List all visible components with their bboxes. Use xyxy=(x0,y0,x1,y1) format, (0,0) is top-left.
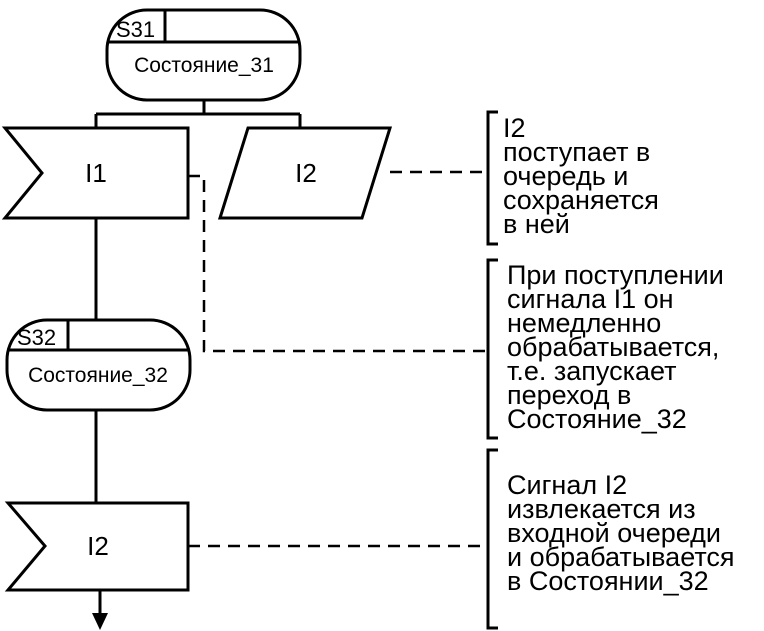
state-s31-id: S31 xyxy=(116,17,155,42)
comment-bracket-i1 xyxy=(486,258,498,440)
comment-line: сохраняется xyxy=(503,185,659,215)
state-s32-name: Состояние_32 xyxy=(28,364,168,387)
comment-line: т.е. запускает xyxy=(507,356,677,386)
state-s32-id: S32 xyxy=(17,325,56,350)
input-i2-shape xyxy=(4,501,190,592)
state-s31[interactable]: S31 Состояние_31 xyxy=(105,8,302,102)
dashed-link-i1 xyxy=(188,174,488,353)
state-s32[interactable]: S32 Состояние_32 xyxy=(5,318,192,412)
comment-line: обрабатывается, xyxy=(507,332,720,362)
comment-line: извлекается из xyxy=(507,494,696,524)
comment-line: в ней xyxy=(503,209,570,239)
state-s31-outline xyxy=(105,8,302,102)
input-i2-label: I2 xyxy=(87,531,109,561)
comment-line: переход в xyxy=(507,380,632,410)
input-i1[interactable]: I1 xyxy=(1,126,190,220)
save-i2-shape xyxy=(217,126,393,220)
comment-line: Состояние_32 xyxy=(507,404,687,434)
comment-line: и обрабатывается xyxy=(507,542,735,572)
comment-line: сигнала I1 он xyxy=(507,284,674,314)
comment-bracket-save-i2 xyxy=(486,110,498,246)
comment-line: в Состоянии_32 xyxy=(507,566,709,596)
state-s31-name: Состояние_31 xyxy=(134,54,274,77)
comment-line: I2 xyxy=(503,113,526,143)
comment-line: входной очереди xyxy=(507,518,722,548)
input-i2[interactable]: I2 xyxy=(4,501,190,592)
save-i2-label: I2 xyxy=(295,158,317,188)
comment-line: Сигнал I2 xyxy=(507,470,628,500)
exit-arrowhead-icon xyxy=(92,613,108,630)
comment-line: При поступлении xyxy=(507,260,724,290)
save-i2[interactable]: I2 xyxy=(217,126,393,220)
comment-line: немедленно xyxy=(507,308,662,338)
input-i1-shape xyxy=(1,126,190,220)
input-i1-label: I1 xyxy=(85,158,107,188)
comment-bracket-i2 xyxy=(486,448,498,630)
comment-line: очередь и xyxy=(503,161,629,191)
state-s32-outline xyxy=(5,318,192,412)
comment-line: поступает в xyxy=(503,137,651,167)
